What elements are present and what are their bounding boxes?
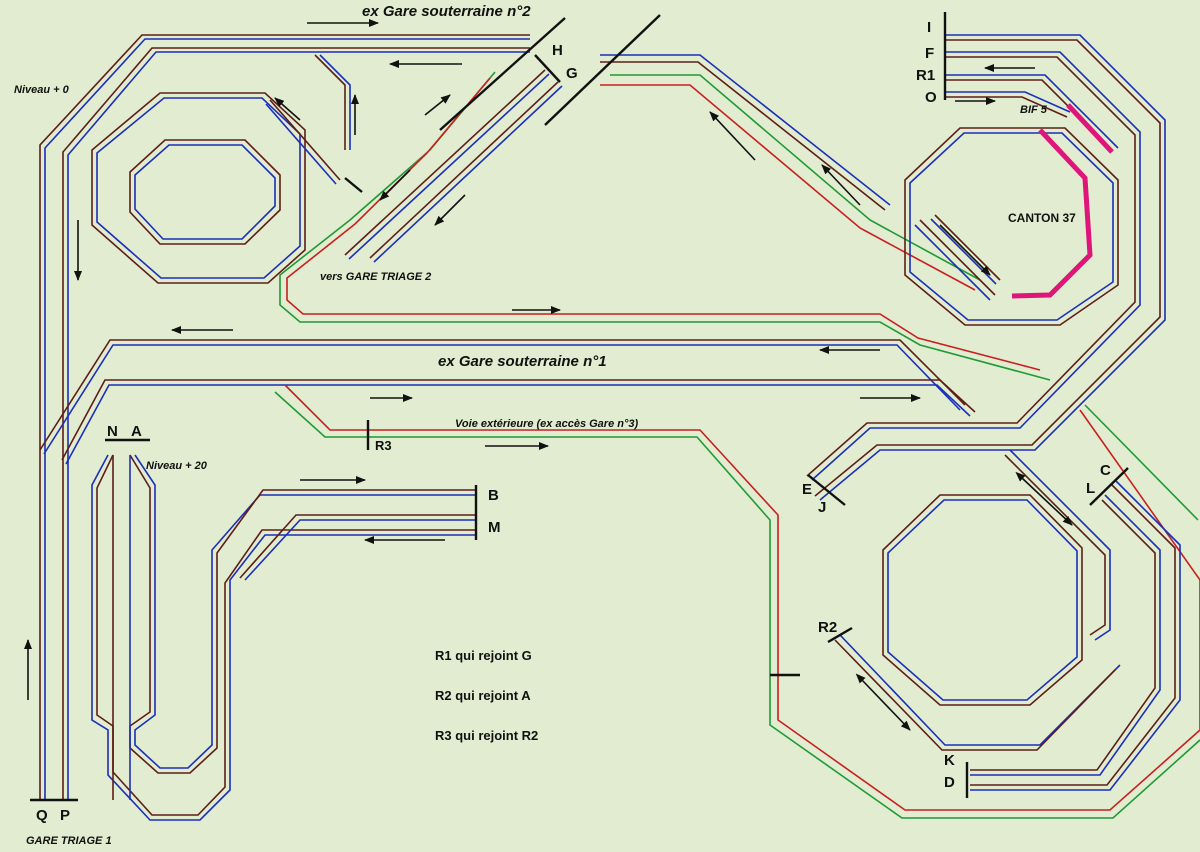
label-h: H [552,42,563,59]
label-n: N [107,423,118,440]
label-l: L [1086,480,1095,497]
label-niveau-20: Niveau + 20 [146,460,208,472]
canton-37-highlight [1066,103,1114,154]
note-r3: R3 qui rejoint R2 [435,728,538,743]
label-bif-5: BIF 5 [1020,104,1048,116]
label-r1: R1 [916,67,935,84]
canton-37-highlight-arc [1011,128,1093,299]
niveau-20-track [91,454,475,821]
label-o: O [925,89,937,106]
label-gare-triage-1: GARE TRIAGE 1 [26,835,112,847]
label-d: D [944,774,955,791]
label-i: I [927,19,931,36]
lower-right-octagon [882,494,1083,706]
label-voie-exterieure: Voie extérieure (ex accès Gare n°3) [455,418,638,430]
station-labels: ex Gare souterraine n°2 ex Gare souterra… [14,3,1111,847]
label-k: K [944,752,955,769]
top-diagonal-track [600,54,981,291]
right-lower-loop [834,449,1181,791]
upper-left-octagon-track [91,92,306,284]
label-g: G [566,65,578,82]
label-a: A [131,423,142,440]
buffer-stops [30,12,1129,802]
voie-exterieure-track [274,384,1200,819]
label-r2: R2 [818,619,837,636]
label-f: F [925,45,934,62]
note-r1: R1 qui rejoint G [435,648,532,663]
label-r3: R3 [375,438,392,453]
vers-gare-triage-2-track [344,69,563,263]
title-gare-souterraine-2: ex Gare souterraine n°2 [362,3,531,20]
label-e: E [802,481,812,498]
label-niveau-0: Niveau + 0 [14,84,70,96]
gare-souterraine-1-tracks [39,339,976,465]
title-gare-souterraine-1: ex Gare souterraine n°1 [438,353,607,370]
upper-left-spur [265,54,351,185]
ramp-track-g [279,71,1051,381]
right-outer-loop [806,34,1166,501]
junction-notes: R1 qui rejoint G R2 qui rejoint A R3 qui… [435,648,538,743]
direction-arrows [24,19,1073,731]
label-m: M [488,519,501,536]
label-j: J [818,499,826,516]
label-c: C [1100,462,1111,479]
label-b: B [488,487,499,504]
outer-left-track [39,34,530,800]
note-r2: R2 qui rejoint A [435,688,531,703]
label-p: P [60,807,70,824]
label-vers-gare-triage-2: vers GARE TRIAGE 2 [320,271,431,283]
label-q: Q [36,807,48,824]
label-canton-37: CANTON 37 [1008,211,1076,225]
